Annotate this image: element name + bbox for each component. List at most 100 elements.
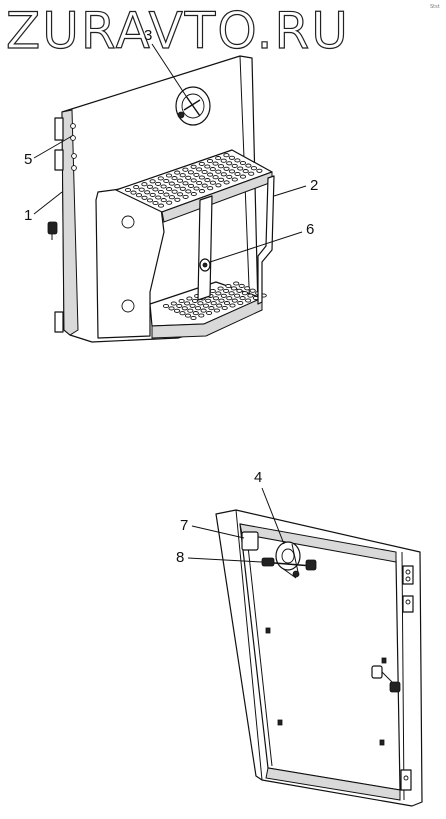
perforation-hole — [207, 186, 214, 191]
perforation-hole — [179, 173, 186, 178]
panel-edge — [61, 109, 79, 336]
perforation-hole — [166, 200, 173, 205]
perforation-hole — [133, 185, 140, 190]
perforation-hole — [207, 172, 214, 177]
perforation-hole — [168, 195, 175, 200]
perforation-hole — [226, 174, 233, 179]
perforation-hole — [174, 170, 181, 175]
perforation-hole — [185, 189, 192, 194]
perforation-hole — [210, 301, 217, 306]
perforation-hole — [184, 301, 191, 306]
perforation-hole — [124, 187, 132, 193]
perforation-hole — [157, 176, 164, 181]
perforation-hole — [209, 167, 216, 172]
callout-4: 4 — [254, 469, 262, 486]
perforation-hole — [239, 160, 246, 166]
perforation-hole — [190, 191, 197, 197]
perforation-hole — [182, 167, 189, 172]
perforation-hole — [202, 303, 209, 308]
perforation-hole — [190, 315, 197, 321]
step-support — [197, 195, 213, 301]
perforation-hole — [223, 288, 230, 293]
perforation-hole — [152, 200, 159, 206]
perforation-hole — [223, 180, 230, 185]
corner-note: Stst — [430, 4, 440, 10]
door-frame-assembly — [215, 509, 423, 807]
perforation-hole — [197, 301, 204, 306]
perforation-hole — [182, 194, 189, 199]
perforation-hole — [237, 300, 244, 306]
perforation-hole — [233, 281, 240, 286]
callout-3: 3 — [144, 27, 152, 44]
perforation-hole — [160, 184, 167, 189]
frame-top-rail — [239, 523, 397, 563]
callout-5: 5 — [24, 151, 32, 168]
perforation-hole — [250, 166, 257, 171]
perforation-hole — [170, 301, 177, 306]
upper-step-holes — [124, 153, 263, 208]
upper-step — [115, 149, 273, 223]
perforation-hole — [171, 176, 178, 181]
perforation-hole — [181, 306, 188, 311]
perforation-hole — [177, 192, 184, 197]
callout-8: 8 — [176, 549, 184, 566]
perforation-hole — [191, 298, 198, 303]
perforation-hole — [220, 293, 227, 298]
perforation-hole — [212, 296, 220, 301]
perforation-hole — [187, 308, 194, 313]
perforation-hole — [130, 190, 137, 195]
perforation-hole — [196, 180, 203, 186]
perforation-hole — [220, 172, 227, 177]
perforation-hole — [198, 313, 205, 318]
perforation-hole — [228, 169, 236, 174]
perforation-hole — [149, 192, 156, 197]
perforation-hole — [204, 164, 211, 169]
perforation-hole — [220, 158, 227, 163]
perforation-hole — [146, 198, 154, 203]
perforation-hole — [238, 283, 245, 288]
perforation-hole — [160, 198, 167, 203]
perforation-hole — [163, 192, 170, 197]
perforation-hole — [221, 305, 228, 311]
perforation-hole — [231, 298, 238, 303]
clip-4 — [381, 657, 387, 664]
perforation-hole — [200, 308, 207, 313]
perforation-hole — [225, 283, 232, 289]
perforation-hole — [182, 181, 189, 186]
perforation-hole — [212, 175, 219, 180]
perforation-hole — [198, 161, 205, 166]
perforation-hole — [193, 186, 200, 191]
perforation-hole — [239, 174, 247, 179]
perforation-hole — [217, 164, 225, 169]
perforation-hole — [186, 296, 193, 301]
perforation-hole — [256, 168, 263, 173]
perforation-hole — [234, 171, 241, 177]
perforation-hole — [217, 286, 224, 291]
step-bracket-right — [257, 175, 275, 305]
perforation-hole — [215, 169, 222, 174]
perforation-hole — [218, 177, 225, 182]
watermark-logo: ZURAVTO.RU — [6, 2, 350, 60]
perforation-hole — [223, 301, 231, 306]
perforation-hole — [234, 158, 241, 163]
clip-2 — [277, 719, 283, 726]
perforation-hole — [176, 178, 184, 183]
perforation-hole — [157, 189, 164, 195]
perforation-hole — [144, 190, 151, 195]
callouts-upper: 3 5 1 2 6 — [24, 27, 318, 263]
lower-step-holes — [162, 281, 267, 321]
door-handle — [175, 86, 211, 126]
perforation-hole — [204, 178, 211, 183]
perforation-hole — [201, 169, 208, 175]
perforation-hole — [215, 183, 222, 188]
perforation-hole — [166, 187, 173, 192]
perforation-hole — [178, 298, 185, 304]
frame-bottom-rail — [265, 767, 401, 801]
perforation-hole — [242, 169, 249, 174]
perforation-hole — [196, 167, 203, 172]
perforation-hole — [152, 187, 159, 192]
perforation-hole — [195, 306, 202, 311]
side-latch — [47, 221, 58, 240]
perforation-hole — [245, 298, 252, 303]
